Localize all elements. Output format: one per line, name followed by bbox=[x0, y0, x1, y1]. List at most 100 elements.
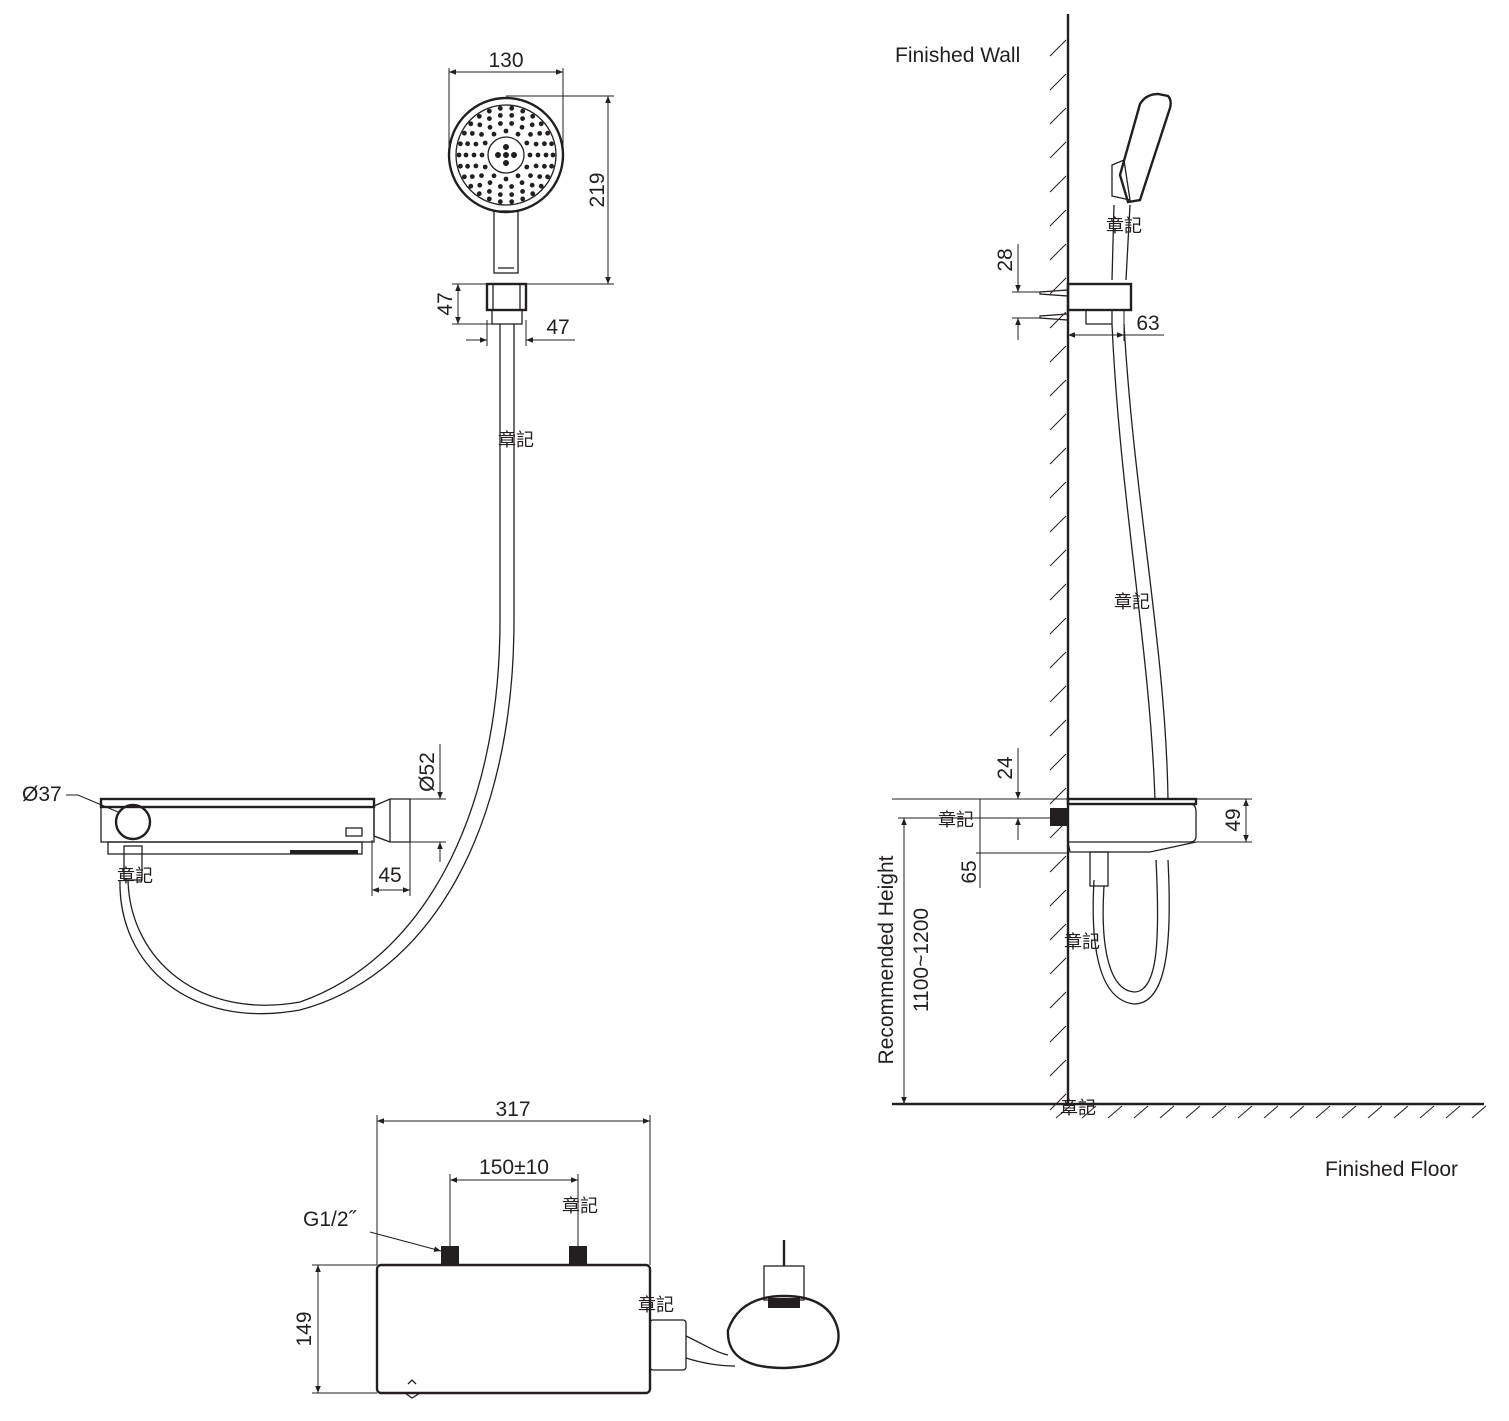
hatch-line bbox=[1419, 1105, 1435, 1119]
nozzle bbox=[535, 152, 541, 158]
nozzle bbox=[519, 124, 525, 130]
hatch-line bbox=[1049, 957, 1067, 975]
nozzle bbox=[515, 131, 521, 137]
dim-holder-height: 47 bbox=[434, 292, 457, 315]
nozzle bbox=[479, 152, 485, 158]
nozzle bbox=[529, 182, 535, 188]
thermostat-mixer-icon bbox=[375, 1240, 840, 1399]
nozzle bbox=[468, 183, 474, 189]
side-view: Finished Wall Finished Floor 28 bbox=[875, 14, 1487, 1181]
hatch-line bbox=[1049, 345, 1067, 363]
hatch-line bbox=[1049, 923, 1067, 941]
nozzle bbox=[503, 144, 509, 150]
dim-body-height: 149 bbox=[293, 1311, 316, 1346]
nozzle bbox=[533, 163, 539, 169]
nozzle bbox=[519, 180, 525, 186]
nozzle bbox=[530, 113, 536, 119]
nozzle bbox=[497, 105, 503, 111]
dim-holder-screw-spacing: 28 bbox=[994, 248, 1017, 271]
dim-recommended-height: 1100~1200 bbox=[910, 908, 933, 1012]
hatch-line bbox=[1049, 379, 1067, 397]
nozzle bbox=[487, 180, 493, 186]
nozzle bbox=[456, 152, 462, 158]
nozzle bbox=[529, 122, 535, 128]
nozzle bbox=[477, 182, 483, 188]
shower-head-icon bbox=[1111, 92, 1172, 281]
hatch-line bbox=[1341, 1105, 1357, 1119]
bottom-view: 317 150±10 G1/2˝ 149 章記 章記 bbox=[293, 1098, 840, 1399]
nozzle bbox=[462, 174, 467, 180]
nozzle bbox=[477, 122, 483, 128]
nozzle bbox=[468, 121, 474, 127]
nozzle bbox=[462, 130, 467, 136]
nozzle bbox=[515, 173, 521, 179]
shower-head-icon bbox=[447, 96, 565, 214]
nozzle bbox=[549, 163, 554, 169]
nozzle bbox=[498, 184, 503, 189]
nozzle bbox=[469, 174, 475, 180]
dim-knob-dia: Ø37 bbox=[22, 783, 62, 806]
dim-holder-projection: 63 bbox=[1136, 312, 1159, 335]
stamp-mark: 章記 bbox=[498, 430, 534, 451]
nozzle bbox=[509, 199, 515, 205]
nozzle bbox=[543, 152, 549, 158]
hatch-line bbox=[1049, 719, 1067, 737]
hatch-line bbox=[1049, 243, 1067, 261]
stamp-mark: 章記 bbox=[117, 866, 153, 887]
hatch-line bbox=[1049, 209, 1067, 227]
dim-shelf-height: 49 bbox=[1222, 808, 1245, 831]
nozzle bbox=[509, 184, 514, 189]
hatch-line bbox=[1049, 447, 1067, 465]
front-view: 130 219 47 47 章記 bbox=[22, 49, 614, 1015]
hatch-line bbox=[1185, 1105, 1201, 1119]
nozzle bbox=[542, 163, 547, 169]
hatch-line bbox=[1263, 1105, 1279, 1119]
hatch-line bbox=[1049, 583, 1067, 601]
hatch-line bbox=[1081, 1105, 1097, 1119]
hatch-line bbox=[1289, 1105, 1305, 1119]
nozzle bbox=[509, 113, 515, 118]
nozzle bbox=[503, 176, 509, 182]
nozzle bbox=[486, 196, 492, 202]
nozzle bbox=[542, 141, 547, 147]
nozzle bbox=[482, 164, 488, 170]
nozzle bbox=[524, 140, 530, 146]
label-finished-floor: Finished Floor bbox=[1325, 1158, 1458, 1181]
nozzle bbox=[487, 124, 493, 130]
stamp-mark: 章記 bbox=[938, 810, 974, 831]
nozzle bbox=[520, 108, 526, 114]
nozzle bbox=[497, 113, 503, 118]
dim-inlet-spacing: 150±10 bbox=[479, 1156, 549, 1179]
nozzle bbox=[495, 152, 501, 158]
stamp-mark: 章記 bbox=[1114, 592, 1150, 613]
label-g-thread: G1/2˝ bbox=[303, 1208, 358, 1231]
nozzle bbox=[545, 174, 550, 180]
hatch-line bbox=[1049, 175, 1067, 193]
nozzle bbox=[463, 152, 469, 158]
nozzle bbox=[509, 121, 514, 126]
label-recommended-height: Recommended Height bbox=[875, 855, 898, 1064]
nozzle bbox=[549, 141, 554, 147]
hatch-line bbox=[1049, 73, 1067, 91]
nozzle bbox=[528, 132, 533, 137]
dim-inlet-height: 65 bbox=[958, 860, 981, 883]
dim-outlet-dia: Ø52 bbox=[416, 752, 439, 792]
nozzle bbox=[503, 128, 509, 134]
stamp-mark: 章記 bbox=[562, 1196, 598, 1217]
nozzle bbox=[537, 131, 543, 136]
hatch-line bbox=[1055, 1105, 1071, 1119]
nozzle bbox=[476, 191, 482, 197]
stamp-mark: 章記 bbox=[1060, 1098, 1096, 1119]
hatch-line bbox=[1049, 889, 1067, 907]
hatch-line bbox=[1049, 1025, 1067, 1043]
nozzle bbox=[497, 199, 503, 205]
hatch-line bbox=[1049, 481, 1067, 499]
nozzle bbox=[469, 131, 475, 136]
nozzle bbox=[491, 173, 497, 179]
hatch-line bbox=[1049, 413, 1067, 431]
hatch-line bbox=[1367, 1105, 1383, 1119]
hatch-line bbox=[1315, 1105, 1331, 1119]
hatch-line bbox=[1133, 1105, 1149, 1119]
stamp-mark: 章記 bbox=[1064, 932, 1100, 953]
